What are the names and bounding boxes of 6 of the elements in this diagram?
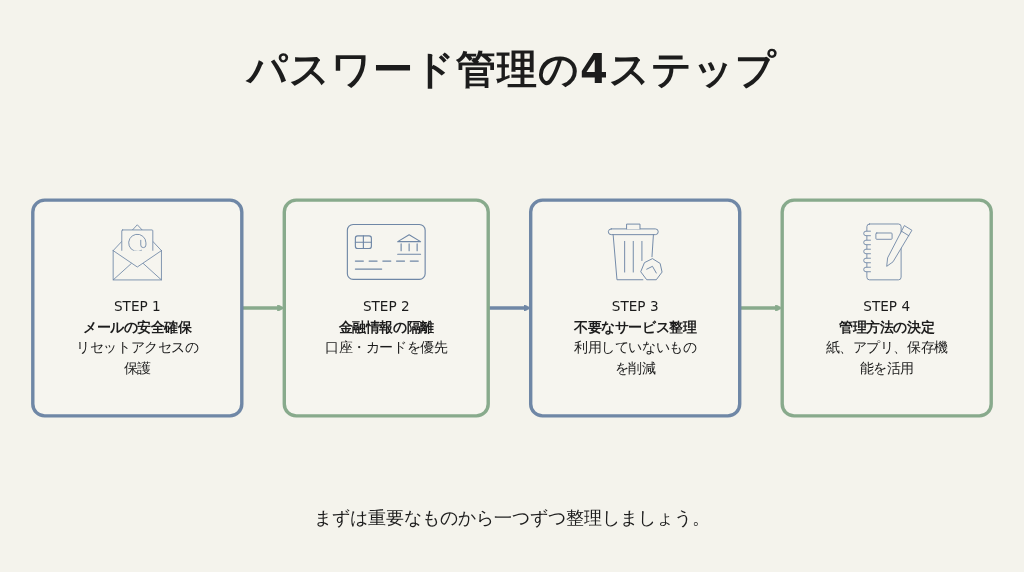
node-box: STEP 1 メールの安全確保 リセットアクセスの保護 xyxy=(31,198,244,418)
caption: まずは重要なものから一つずつ整理しましょう。 xyxy=(314,506,710,530)
node-box: STEP 3 不要なサービス整理 利用していないものを削減 xyxy=(529,198,742,418)
node-box: STEP 2 金融情報の隔離 口座・カードを優先 xyxy=(282,198,490,418)
title: パスワード管理の4ステップ xyxy=(247,45,777,94)
node-box: STEP 4 管理方法の決定 紙、アプリ、保存機能を活用 xyxy=(780,198,993,418)
